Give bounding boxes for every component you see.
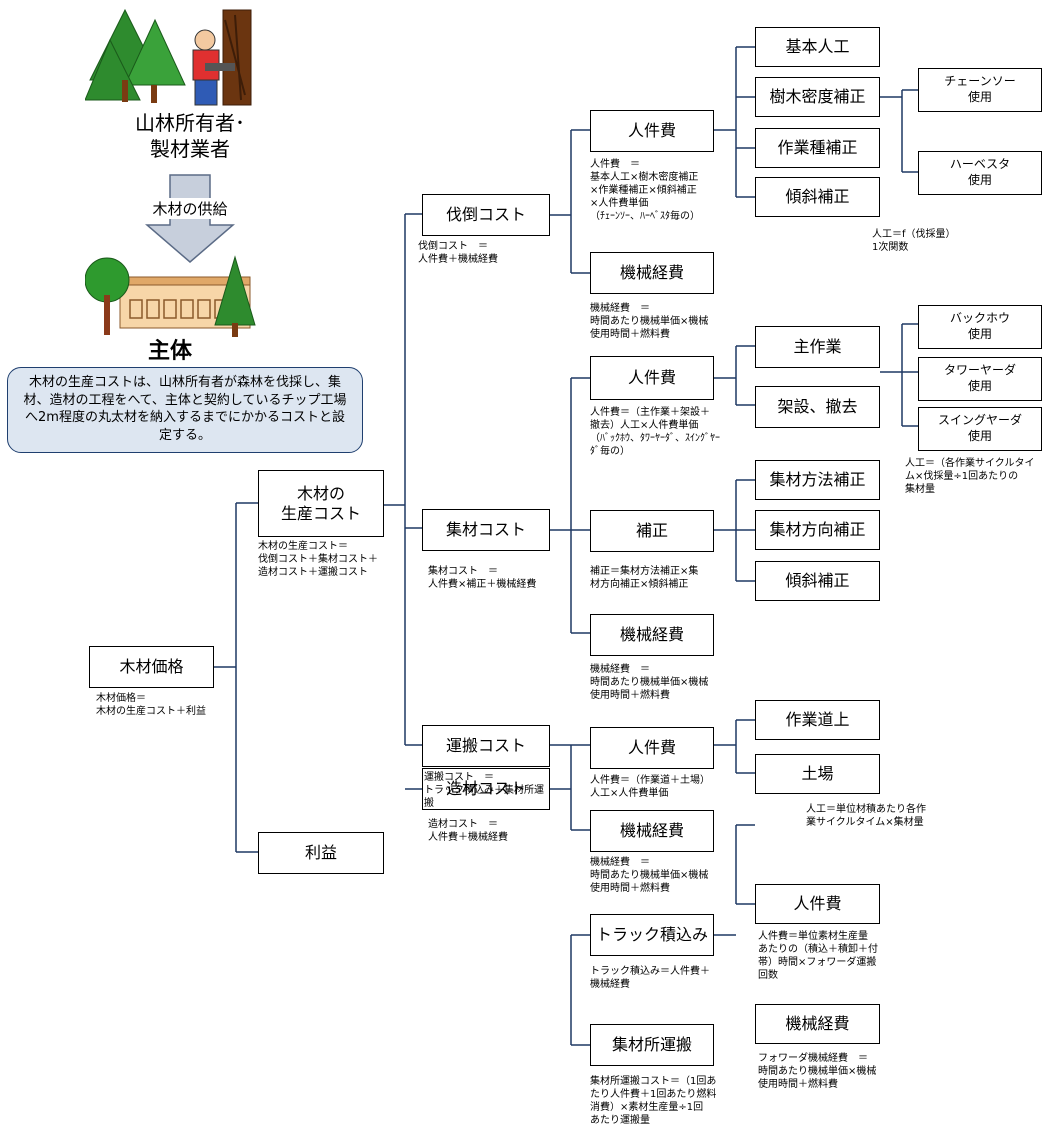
box-shusagyo: 主作業 — [755, 326, 880, 368]
box-jumoku-hosei: 樹木密度補正 — [755, 77, 880, 117]
note-shuzai-hosei: 補正＝集材方法補正×集 材方向補正×傾斜補正 — [590, 566, 699, 590]
box-rieki: 利益 — [258, 832, 384, 874]
description-callout: 木材の生産コストは、山林所有者が森林を伐採し、集 材、造材の工程をへて、主体と契… — [7, 367, 363, 453]
note-mokuzai-kakaku: 木材価格＝ 木材の生産コスト＋利益 — [96, 693, 206, 717]
note-unpan-kikai: フォワーダ機械経費 ＝ 時間あたり機械単価×機械 使用時間＋燃料費 — [758, 1053, 877, 1090]
owner-label: 山林所有者･ 製材業者 — [135, 111, 245, 161]
box-shuzaisho: 集材所運搬 — [590, 1024, 714, 1066]
box-sagyoshu-hosei: 作業種補正 — [755, 128, 880, 168]
box-zouzai-jinken: 人件費 — [590, 727, 714, 769]
box-harvester: ハーベスタ 使用 — [918, 151, 1042, 195]
note-unpan-jinken: 人件費＝単位素材生産量 あたりの（積込＋積卸＋付 帯）時間×フォワーダ運搬 回数 — [758, 931, 878, 981]
box-keisha-hosei-1: 傾斜補正 — [755, 177, 880, 217]
note-unpan: 運搬コスト ＝ トラック積込み＋集材所運 搬 — [424, 772, 544, 809]
note-batto-ninku: 人工＝f（伐採量） 1次関数 — [872, 229, 956, 253]
box-shuzai: 集材コスト — [422, 509, 550, 551]
box-unpan-cost: 運搬コスト — [422, 725, 550, 767]
box-batto: 伐倒コスト — [422, 194, 550, 236]
subject-label: 主体 — [147, 339, 192, 364]
note-zouzai-ninku: 人工＝単位材積あたり各作 業サイクルタイム×集材量 — [806, 804, 926, 828]
factory-icon — [85, 255, 256, 337]
note-zouzai-jinken: 人件費＝（作業道＋土場） 人工×人件費単価 — [590, 775, 710, 799]
box-batto-kikai: 機械経費 — [590, 252, 714, 294]
note-zouzai: 造材コスト ＝ 人件費＋機械経費 — [428, 819, 508, 843]
note-batto: 伐倒コスト ＝ 人件費＋機械経費 — [418, 241, 498, 265]
supply-label: 木材の供給 — [120, 198, 260, 219]
note-batto-jinken: 人件費 ＝ 基本人工×樹木密度補正 ×作業種補正×傾斜補正 ×人件費単価 （ﾁｪ… — [590, 159, 700, 222]
box-chainsaw: チェーンソー 使用 — [918, 68, 1042, 112]
note-shuzai-kikai: 機械経費 ＝ 時間あたり機械単価×機械 使用時間＋燃料費 — [590, 664, 709, 701]
note-shuzai-jinken: 人件費＝（主作業＋架設＋ 撤去）人工×人件費単価 （ﾊﾞｯｸﾎｳ、ﾀﾜｰﾔｰﾀﾞ… — [590, 407, 720, 457]
box-mokuzai-kakaku: 木材価格 — [89, 646, 214, 688]
box-seisan-cost: 木材の 生産コスト — [258, 470, 384, 537]
box-shuzai-jinken: 人件費 — [590, 356, 714, 400]
box-shuzai-hoko: 集材方向補正 — [755, 510, 880, 550]
box-doba: 土場 — [755, 754, 880, 794]
box-kihon-ninku: 基本人工 — [755, 27, 880, 67]
box-zouzai: 造材コスト — [422, 768, 550, 810]
box-shuzai-hosei: 補正 — [590, 510, 714, 552]
box-shuzai-hoho: 集材方法補正 — [755, 460, 880, 500]
box-keisha-hosei-2: 傾斜補正 — [755, 561, 880, 601]
note-shuzai-ninku: 人工＝（各作業サイクルタイ ム×伐採量÷1回あたりの 集材量 — [905, 458, 1035, 495]
note-shuzai: 集材コスト ＝ 人件費×補正＋機械経費 — [428, 566, 537, 590]
box-tower-yarder: タワーヤーダ 使用 — [918, 357, 1042, 401]
box-shuzai-kikai: 機械経費 — [590, 614, 714, 656]
note-truck: トラック積込み＝人件費＋ 機械経費 — [590, 966, 710, 990]
note-seisan-cost: 木材の生産コスト＝ 伐倒コスト＋集材コスト＋ 造材コスト＋運搬コスト — [258, 541, 378, 578]
forest-worker-icon — [85, 8, 252, 106]
box-unpan-kikai: 機械経費 — [755, 1004, 880, 1044]
box-batto-jinken: 人件費 — [590, 110, 714, 152]
note-shuzaisho: 集材所運搬コスト＝（1回あ たり人件費＋1回あたり燃料 消費）×素材生産量÷1回… — [590, 1076, 717, 1126]
box-zouzai-kikai: 機械経費 — [590, 810, 714, 852]
box-unpan-jinken: 人件費 — [755, 884, 880, 924]
box-kasetsu: 架設、撤去 — [755, 386, 880, 428]
box-swing-yarder: スイングヤーダ 使用 — [918, 407, 1042, 451]
box-truck: トラック積込み — [590, 914, 714, 956]
box-sagyodo: 作業道上 — [755, 700, 880, 740]
note-batto-kikai: 機械経費 ＝ 時間あたり機械単価×機械 使用時間＋燃料費 — [590, 303, 709, 340]
note-zouzai-kikai: 機械経費 ＝ 時間あたり機械単価×機械 使用時間＋燃料費 — [590, 857, 709, 894]
box-backhoe: バックホウ 使用 — [918, 305, 1042, 349]
